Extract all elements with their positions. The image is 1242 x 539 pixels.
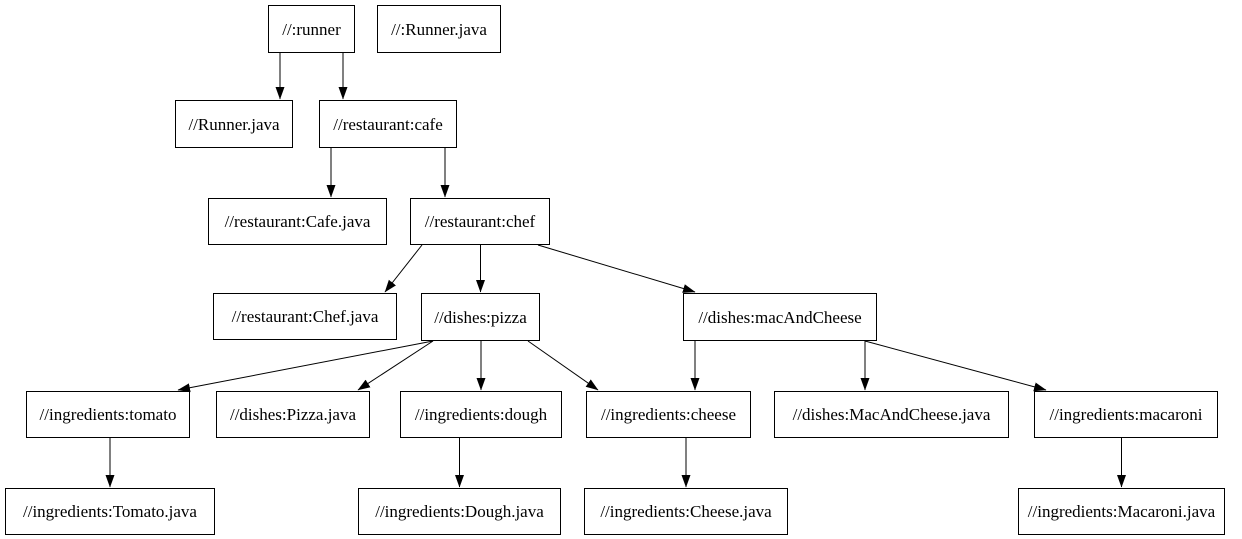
graph-node-macandcheese-java: //dishes:MacAndCheese.java: [774, 391, 1009, 438]
graph-node-dough-java: //ingredients:Dough.java: [358, 488, 561, 535]
graph-node-cheese: //ingredients:cheese: [586, 391, 751, 438]
edge-chef-to-chef-java: [384, 244, 423, 293]
graph-node-macandcheese: //dishes:macAndCheese: [683, 293, 877, 341]
edge-macandcheese-to-macaroni: [864, 340, 1047, 392]
graph-node-runner-java-root: //:Runner.java: [377, 5, 501, 53]
graph-node-dough: //ingredients:dough: [400, 391, 562, 438]
graph-node-runner-java: //Runner.java: [175, 100, 293, 148]
edge-pizza-to-cheese: [527, 340, 599, 391]
graph-node-cafe: //restaurant:cafe: [319, 100, 457, 148]
edge-pizza-to-tomato: [177, 340, 434, 393]
edge-chef-to-macandcheese: [537, 244, 696, 293]
graph-node-cafe-java: //restaurant:Cafe.java: [208, 198, 387, 245]
graph-node-tomato: //ingredients:tomato: [26, 391, 190, 438]
graph-node-pizza: //dishes:pizza: [421, 293, 540, 341]
graph-node-pizza-java: //dishes:Pizza.java: [216, 391, 370, 438]
graph-node-runner: //:runner: [268, 5, 355, 53]
graph-node-macaroni: //ingredients:macaroni: [1034, 391, 1218, 438]
edge-pizza-to-pizza-java: [357, 340, 434, 391]
graph-node-cheese-java: //ingredients:Cheese.java: [584, 488, 788, 535]
graph-node-tomato-java: //ingredients:Tomato.java: [5, 488, 215, 535]
graph-node-chef: //restaurant:chef: [410, 198, 550, 245]
graph-node-chef-java: //restaurant:Chef.java: [213, 293, 397, 340]
graph-node-macaroni-java: //ingredients:Macaroni.java: [1018, 488, 1225, 535]
